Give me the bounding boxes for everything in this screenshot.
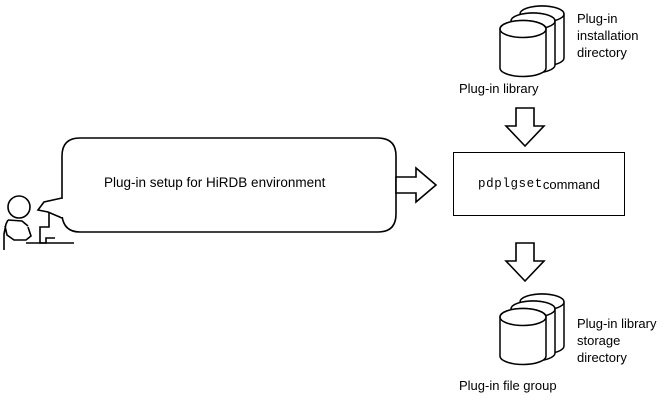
right-arrow-outline xyxy=(395,166,438,204)
command-box xyxy=(453,152,625,216)
command-box-content: pdplgset command xyxy=(453,152,625,216)
plug-in-file-group-storage-icon xyxy=(492,293,572,368)
operator-arm-icon xyxy=(4,225,32,241)
operator-icon xyxy=(3,195,55,250)
process-box xyxy=(36,136,400,236)
plug-in-installation-directory-label: Plug-in installation directory xyxy=(577,11,639,60)
plug-in-library-caption: Plug-in library xyxy=(459,81,539,96)
plug-in-file-group-caption: Plug-in file group xyxy=(459,378,557,393)
plug-in-library-storage-icon xyxy=(492,5,572,80)
process-box-outline xyxy=(61,137,397,233)
process-box-tail xyxy=(36,197,63,219)
operator-head-icon xyxy=(7,195,31,219)
disk-front-top xyxy=(499,19,547,39)
command-name: pdplgset xyxy=(478,177,543,191)
command-suffix: command xyxy=(542,176,600,192)
operator-figure xyxy=(0,190,100,250)
keyboard-icon xyxy=(26,237,55,244)
down-arrow-bottom-outline xyxy=(504,242,546,283)
down-arrow-bottom-icon xyxy=(503,241,547,283)
process-box-label: Plug-in setup for HiRDB environment xyxy=(104,175,326,190)
plug-in-library-storage-directory-label: Plug-in library storage directory xyxy=(577,316,657,365)
down-arrow-top-icon xyxy=(503,106,547,148)
disk-front-top xyxy=(499,307,547,327)
down-arrow-top-outline xyxy=(504,107,546,148)
right-arrow-icon xyxy=(394,166,440,204)
operator-shoulder-icon xyxy=(7,219,29,227)
